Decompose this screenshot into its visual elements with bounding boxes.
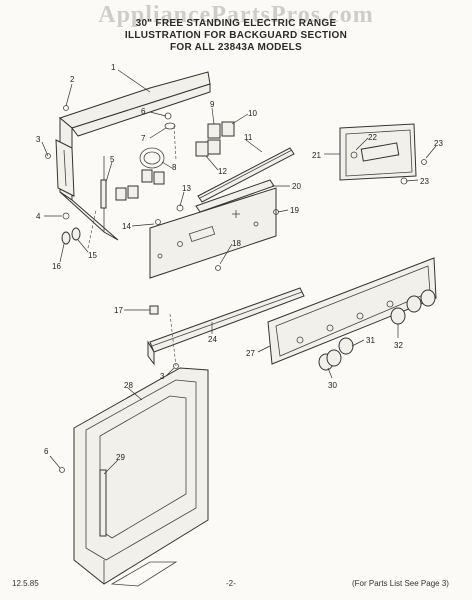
title-line-3: FOR ALL 23843A MODELS [169, 42, 303, 53]
callout-23-upper: 23 [434, 139, 443, 148]
callout-16: 16 [52, 262, 61, 271]
callout-3: 3 [36, 135, 41, 144]
knob-set [318, 289, 436, 371]
callout-5: 5 [110, 155, 115, 164]
callout-13: 13 [182, 184, 191, 193]
bracket-5 [100, 179, 107, 209]
callout-6: 6 [141, 107, 146, 116]
callout-numbers: 1 2 3 4 5 6 7 8 9 10 11 12 13 14 15 16 1… [36, 63, 443, 462]
frame-strip [99, 469, 107, 537]
callout-12: 12 [218, 167, 227, 176]
callout-19: 19 [290, 206, 299, 215]
callout-6-lower: 6 [44, 447, 49, 456]
leader-lines [41, 69, 437, 475]
callout-9: 9 [210, 100, 215, 109]
callout-4: 4 [36, 212, 41, 221]
switch-group [195, 121, 235, 157]
callout-31: 31 [366, 336, 375, 345]
callout-22: 22 [368, 133, 377, 142]
footer-page-number: -2- [226, 579, 236, 588]
indicator-harness [139, 147, 165, 185]
clock-timer-assembly [339, 123, 417, 181]
callout-2: 2 [70, 75, 75, 84]
callout-29: 29 [116, 453, 125, 462]
callout-8: 8 [172, 163, 177, 172]
clip-17 [149, 305, 159, 315]
alignment-lines [87, 125, 177, 367]
footer-parts-list-note: (For Parts List See Page 3) [352, 579, 449, 588]
callout-21: 21 [312, 151, 321, 160]
title-line-1: 30" FREE STANDING ELECTRIC RANGE [135, 18, 337, 29]
rear-frame [73, 367, 209, 587]
title-line-2: ILLUSTRATION FOR BACKGUARD SECTION [124, 30, 348, 41]
relay-group [115, 185, 139, 201]
fluorescent-tube [197, 147, 295, 203]
callout-11: 11 [244, 133, 253, 142]
callout-28: 28 [124, 381, 133, 390]
callout-30: 30 [328, 381, 337, 390]
callout-3-lower: 3 [160, 372, 165, 381]
callout-32: 32 [394, 341, 403, 350]
backguard-housing [55, 71, 211, 241]
callout-15: 15 [88, 251, 97, 260]
watermark: AppliancePartsPros.com [98, 2, 374, 28]
callout-7: 7 [141, 134, 146, 143]
callout-20: 20 [292, 182, 301, 191]
callout-24: 24 [208, 335, 217, 344]
footer-date: 12.5.85 [12, 579, 39, 588]
callout-18: 18 [232, 239, 241, 248]
callout-23-lower: 23 [420, 177, 429, 186]
trim-strip [147, 287, 305, 366]
callout-14: 14 [122, 222, 131, 231]
callout-17: 17 [114, 306, 123, 315]
fasteners [45, 105, 427, 473]
callout-1: 1 [111, 63, 116, 72]
callout-27: 27 [246, 349, 255, 358]
control-mounting-plate [149, 187, 277, 279]
callout-10: 10 [248, 109, 257, 118]
